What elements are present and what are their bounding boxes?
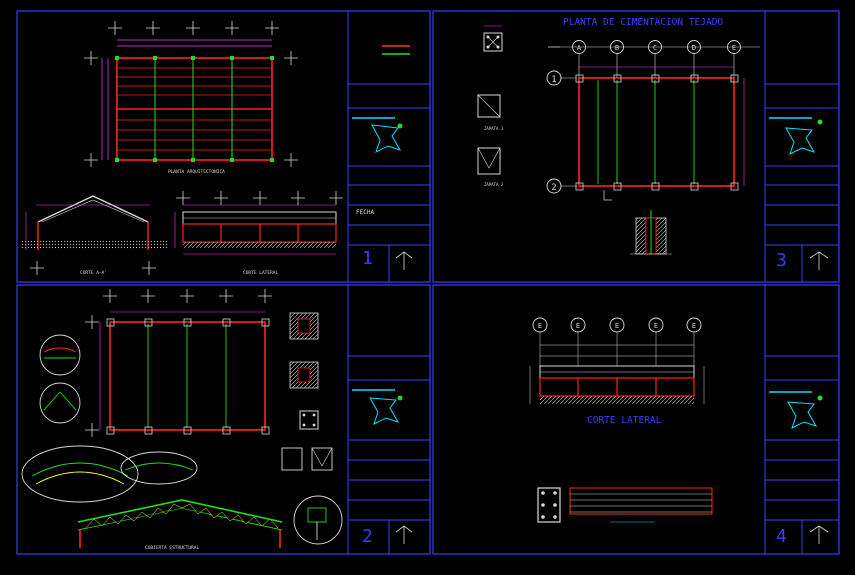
architectural-plan: PLANTA ARQUITECTONICA <box>84 21 298 175</box>
axis-label: A <box>577 44 582 52</box>
drawing-title: CORTE A—A' <box>80 270 107 276</box>
axis-label: C <box>653 44 657 52</box>
axis-label: E <box>692 322 696 330</box>
axis-label: 2 <box>551 183 556 193</box>
footing-details: ZAPATA 1 ZAPATA 2 <box>477 25 672 255</box>
title-block-section-label: FECHA <box>356 209 374 216</box>
sheet-2: 2 <box>16 284 431 555</box>
axis-label: 1 <box>551 75 556 85</box>
sheet-number: 1 <box>362 248 373 269</box>
north-arrow-icon <box>809 251 829 270</box>
sheet-3: 3 PLANTA DE CIMENTACION TEJADO A B C <box>432 10 840 283</box>
axis-label: D <box>692 44 696 52</box>
north-arrow-icon <box>395 251 413 270</box>
lateral-section-small: CORTE LATERAL <box>174 191 343 276</box>
structural-plan <box>85 289 272 437</box>
drawing-title: ZAPATA 1 <box>484 126 504 131</box>
north-arrow-icon <box>395 525 413 544</box>
sheet-1: FECHA 1 <box>16 10 431 283</box>
university-logo <box>769 117 823 155</box>
sheet-number: 3 <box>776 250 787 271</box>
sheet-number: 4 <box>776 526 787 547</box>
axis-label: B <box>615 44 619 52</box>
axis-label: E <box>654 322 658 330</box>
drawing-title: PLANTA ARQUITECTONICA <box>168 169 225 175</box>
title-block-frame <box>764 10 840 283</box>
university-logo <box>352 389 403 425</box>
axis-label: E <box>576 322 580 330</box>
title-block-frame <box>764 284 840 555</box>
foundation-plan: A B C D E 1 2 <box>546 40 760 201</box>
drawing-title: ZAPATA 2 <box>484 182 504 187</box>
connection-details <box>21 334 343 545</box>
sheet-number: 2 <box>362 526 373 547</box>
sheet-4: 4 E E E E E <box>432 284 840 555</box>
axis-label: E <box>732 44 736 52</box>
lateral-section-large: E E E E E CORTE LATERAL <box>529 317 705 426</box>
university-logo <box>769 391 823 429</box>
roof-truss-elevation: CUBIERTA ESTRUCTURAL <box>77 499 283 551</box>
university-logo <box>352 117 403 153</box>
axis-label: E <box>615 322 619 330</box>
column-axis-markers <box>572 40 741 54</box>
foundation-plan-title: PLANTA DE CIMENTACION TEJADO <box>563 17 723 28</box>
column-details <box>281 312 333 471</box>
gable-section: CORTE A—A' <box>20 195 168 276</box>
drawing-title: CORTE LATERAL <box>243 270 279 276</box>
lateral-section-title: CORTE LATERAL <box>587 415 662 426</box>
drawing-title: CUBIERTA ESTRUCTURAL <box>145 545 199 551</box>
axis-label: E <box>538 322 542 330</box>
beam-detail <box>537 487 713 523</box>
north-arrow-icon <box>809 525 829 544</box>
